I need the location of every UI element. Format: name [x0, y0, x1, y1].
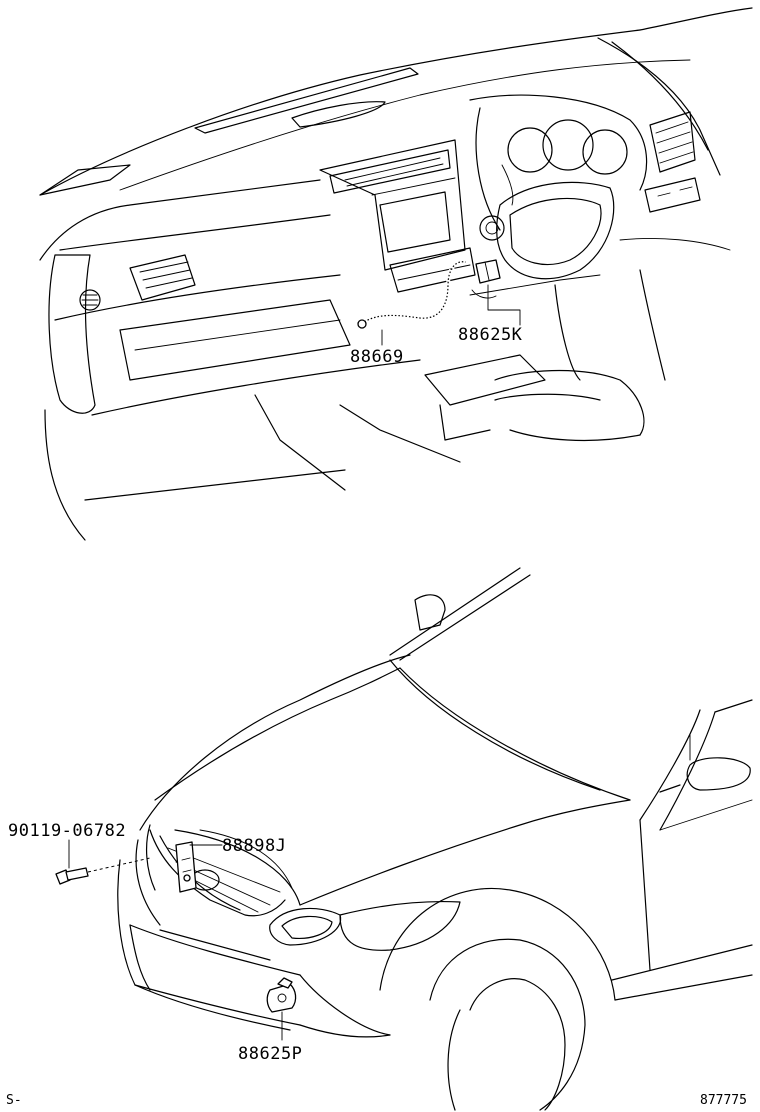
- label-90119-06782: 90119-06782: [8, 821, 126, 841]
- diagram-number: 877775: [700, 1093, 747, 1108]
- leader-lines-top: [381, 284, 521, 346]
- label-88625k: 88625K: [458, 325, 523, 345]
- label-88898j: 88898J: [222, 836, 286, 856]
- vehicle-illustration: [55, 567, 753, 1111]
- label-88625p: 88625P: [238, 1044, 302, 1064]
- label-88669: 88669: [350, 347, 404, 367]
- footer-left-code: S-: [6, 1093, 22, 1108]
- dashboard-illustration: [39, 7, 753, 541]
- leader-lines-bottom: [68, 839, 283, 1041]
